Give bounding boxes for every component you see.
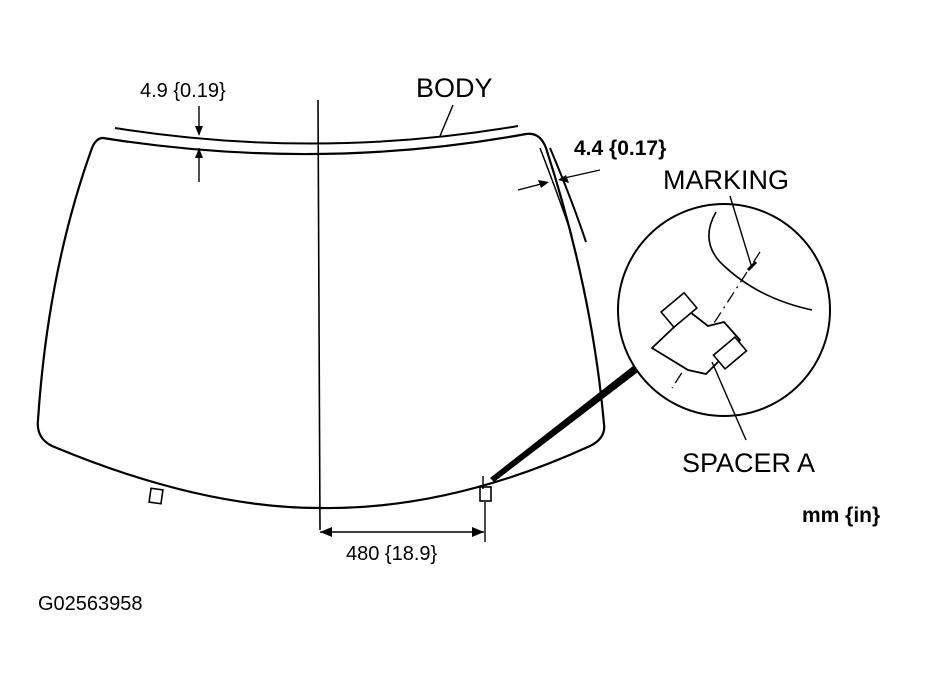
spacer-right: [479, 486, 492, 502]
spacer-a-leader: [711, 361, 747, 441]
side-gap-dimension: 4.4 {0.17}: [517, 137, 666, 191]
marking-leader: [729, 195, 753, 269]
detail-glass-edge: [708, 211, 813, 311]
body-leader: [439, 104, 454, 137]
windshield-glass: [36, 132, 606, 510]
centerline: [317, 99, 321, 531]
body-label: BODY: [416, 73, 493, 103]
units-label: mm {in}: [802, 504, 880, 527]
detail-circle: [617, 203, 831, 417]
detail-centerline: [671, 251, 761, 389]
body-outline-side: [549, 147, 587, 243]
body-outline-top: [114, 125, 519, 145]
marking-label: MARKING: [663, 165, 789, 195]
top-gap-dimension: 4.9 {0.19}: [140, 80, 226, 182]
figure-code: G02563958: [38, 593, 143, 615]
spacer-offset-label: 480 {18.9}: [346, 543, 438, 565]
top-gap-label: 4.9 {0.19}: [140, 80, 226, 102]
detail-leader: [490, 366, 638, 482]
spacer-a-label: SPACER A: [682, 448, 815, 478]
side-gap-label: 4.4 {0.17}: [574, 137, 666, 160]
spacer-offset-dimension: 480 {18.9}: [320, 502, 486, 565]
spacer-a-detail: [650, 291, 748, 375]
spacer-left: [148, 487, 164, 505]
